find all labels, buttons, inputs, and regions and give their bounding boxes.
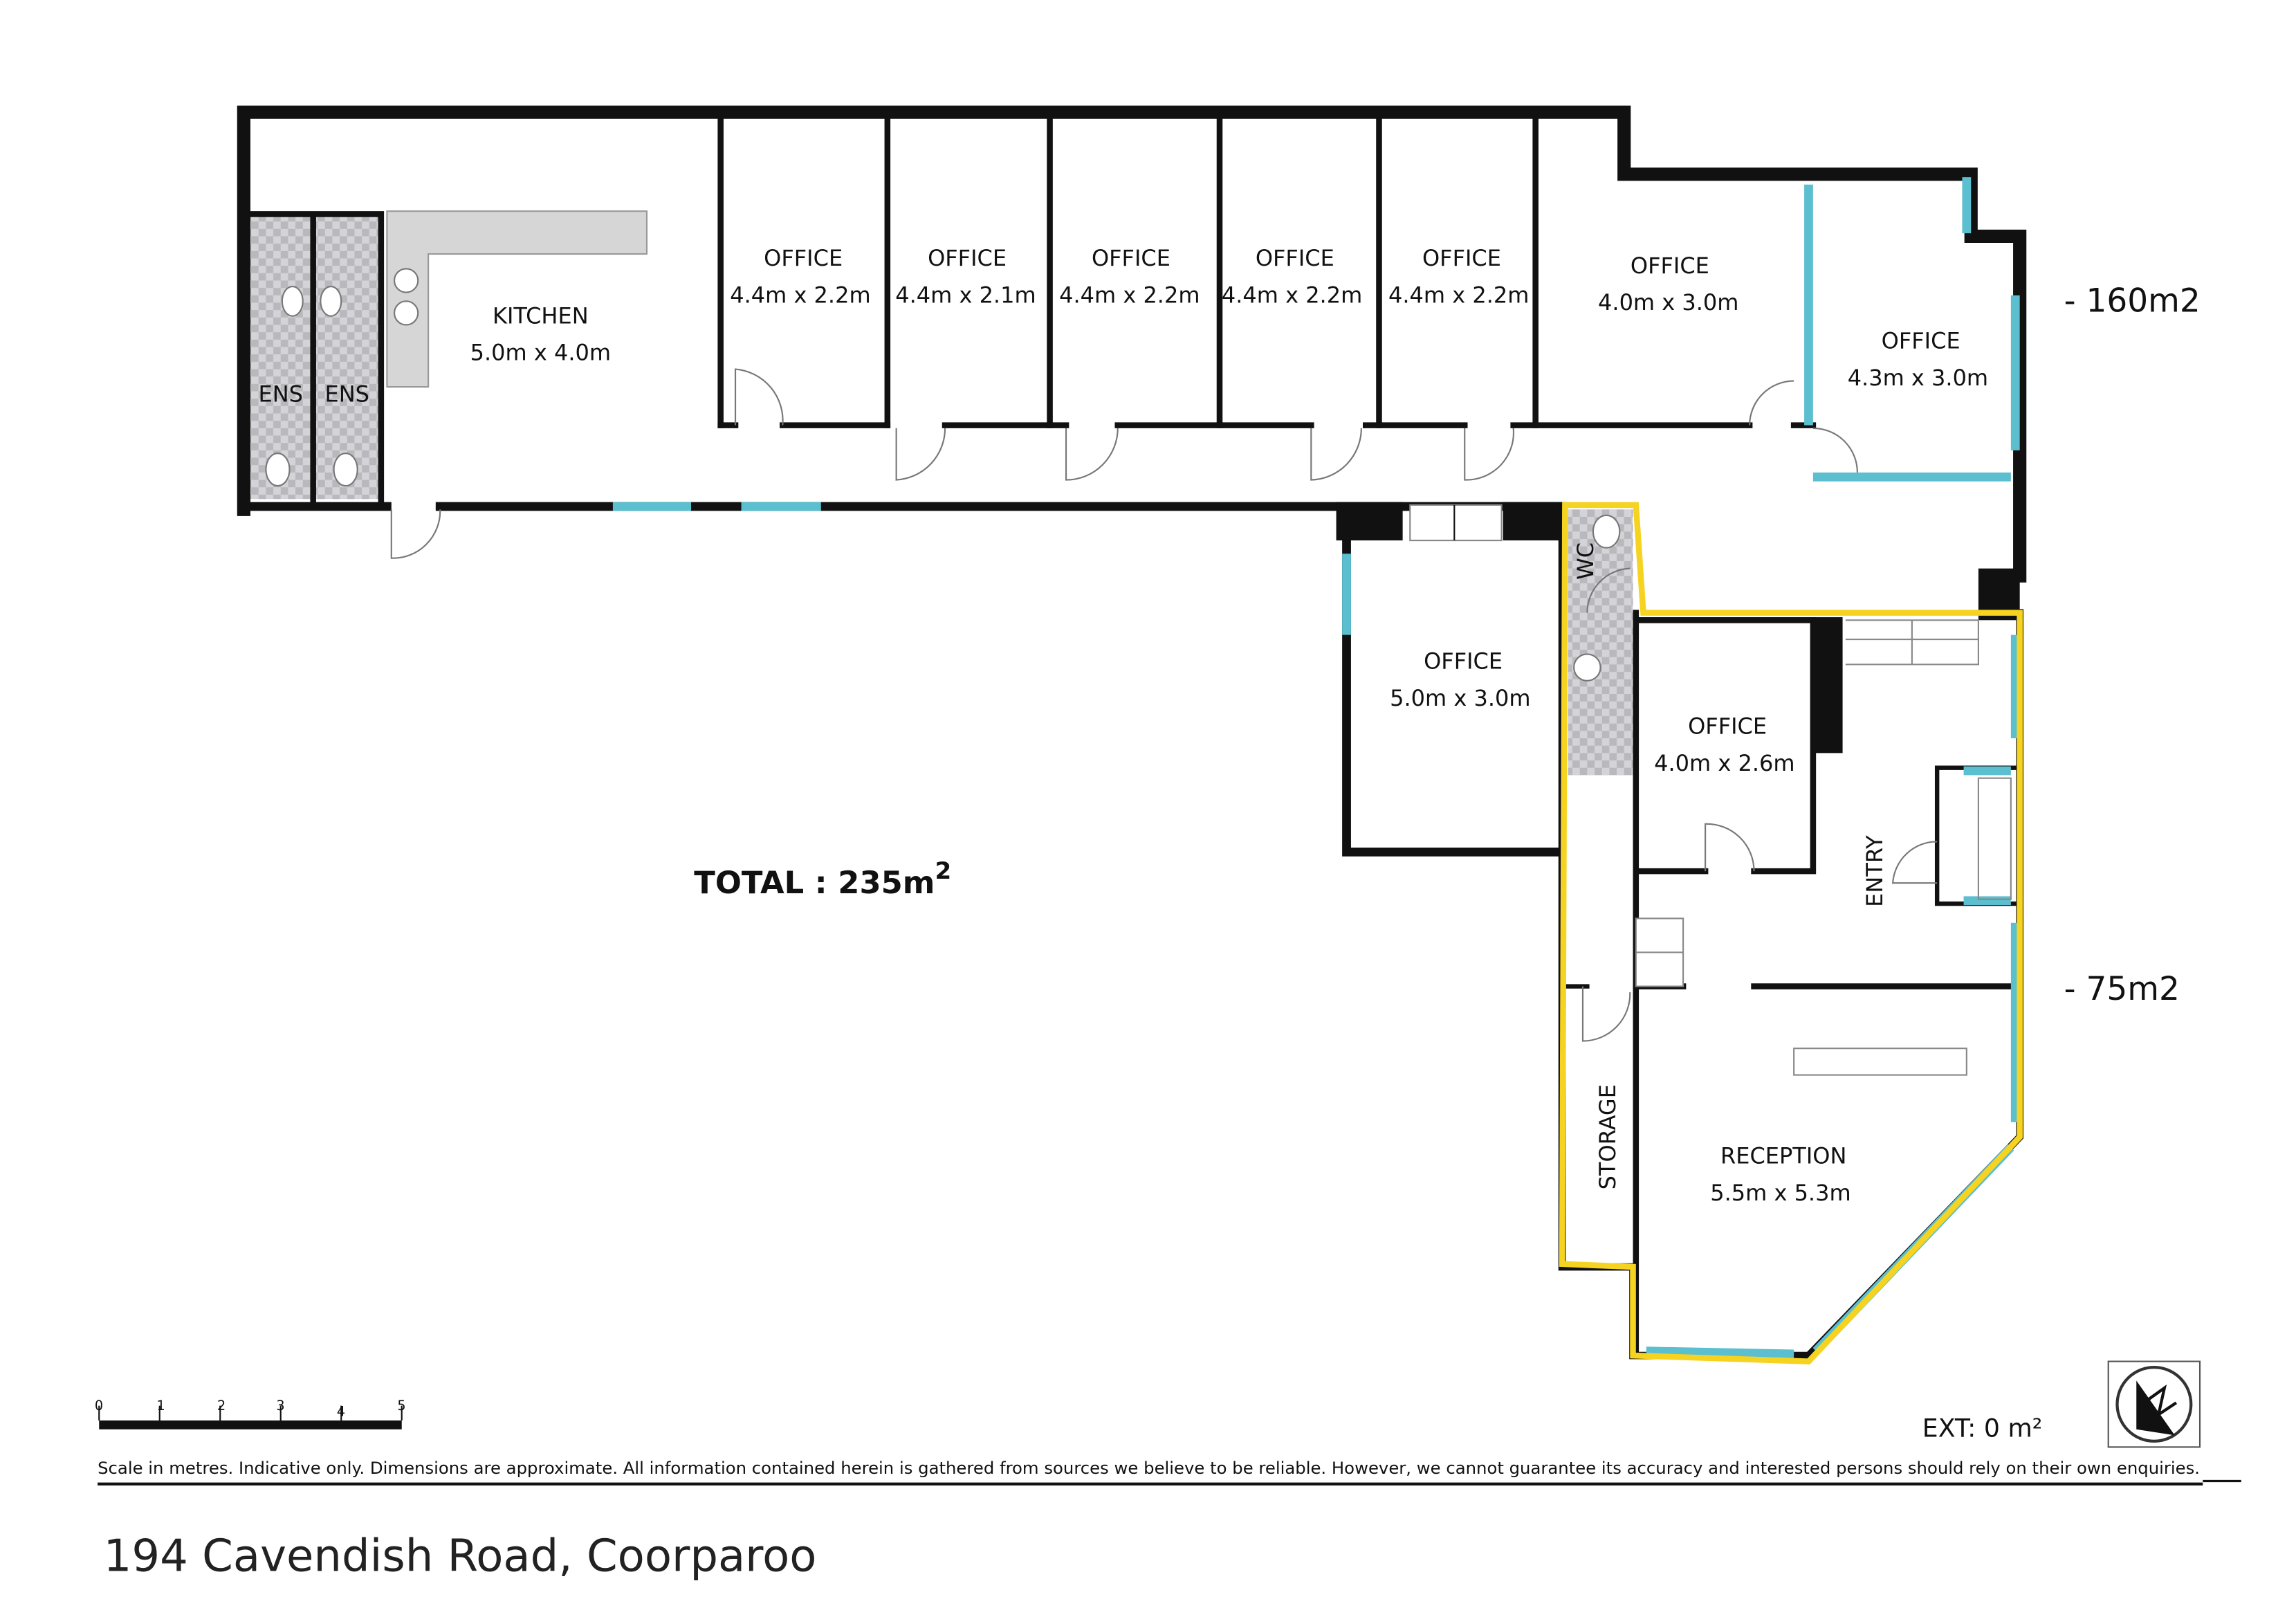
- room-name: RECEPTION: [1720, 1143, 1846, 1169]
- room-dims: 4.4m x 2.2m: [730, 282, 870, 308]
- compass-icon: [2107, 1360, 2201, 1448]
- sink-icon: [393, 300, 419, 326]
- room-name: OFFICE: [928, 245, 1007, 271]
- room-name: OFFICE: [1424, 648, 1503, 675]
- windows: [612, 177, 2020, 1359]
- room-dims: 5.5m x 5.3m: [1710, 1180, 1850, 1206]
- room-name: KITCHEN: [493, 302, 589, 329]
- room-name: OFFICE: [1631, 253, 1709, 279]
- scale-bar: 0 1 2 3 4 5: [95, 1398, 406, 1429]
- scale-tick: 1: [156, 1398, 165, 1414]
- ensuite-label: ENS: [325, 381, 369, 407]
- room-name: OFFICE: [1256, 245, 1334, 271]
- room-dims: 4.3m x 3.0m: [1848, 365, 1988, 391]
- ensuite-label: ENS: [259, 381, 303, 407]
- lower-area-label: - 75m2: [2064, 970, 2180, 1008]
- entry-label: ENTRY: [1862, 835, 1888, 907]
- upper-area-label: - 160m2: [2064, 282, 2201, 320]
- room-dims: 4.4m x 2.2m: [1059, 282, 1200, 308]
- property-address: 194 Cavendish Road, Coorparoo: [104, 1531, 817, 1582]
- scale-tick: 5: [397, 1398, 405, 1414]
- total-area: TOTAL : 235m2: [694, 857, 951, 901]
- room-name: OFFICE: [764, 245, 843, 271]
- room-name: OFFICE: [1422, 245, 1501, 271]
- scale-tick: 2: [217, 1398, 226, 1414]
- scale-tick: 4: [337, 1404, 345, 1420]
- room-name: OFFICE: [1688, 713, 1767, 740]
- room-dims: 5.0m x 4.0m: [470, 340, 611, 366]
- wc-floor: [1568, 509, 1633, 776]
- room-dims: 5.0m x 3.0m: [1390, 685, 1530, 711]
- toilet-icons: [265, 285, 1621, 682]
- disclaimer: Scale in metres. Indicative only. Dimens…: [98, 1459, 2200, 1478]
- kitchen-counter: [386, 210, 648, 388]
- scale-tick: 0: [95, 1398, 103, 1414]
- room-dims: 4.4m x 2.1m: [895, 282, 1036, 308]
- doors: [390, 368, 1938, 1042]
- room-dims: 4.4m x 2.2m: [1222, 282, 1362, 308]
- room-dims: 4.0m x 2.6m: [1654, 750, 1794, 776]
- stairs: [1409, 504, 2012, 1076]
- scale-tick: 3: [276, 1398, 284, 1414]
- lease-area-outline: [1559, 502, 2023, 1364]
- room-dims: 4.0m x 3.0m: [1598, 289, 1738, 316]
- storage-label: STORAGE: [1595, 1084, 1621, 1189]
- room-dims: 4.4m x 2.2m: [1388, 282, 1529, 308]
- room-name: OFFICE: [1092, 245, 1170, 271]
- room-labels: KITCHEN 5.0m x 4.0m OFFICE 4.4m x 2.2m O…: [259, 245, 1989, 1206]
- wc-label: WC: [1572, 542, 1599, 580]
- sink-icon: [393, 268, 419, 293]
- room-name: OFFICE: [1882, 328, 1960, 354]
- exterior-area: EXT: 0 m²: [1922, 1413, 2043, 1443]
